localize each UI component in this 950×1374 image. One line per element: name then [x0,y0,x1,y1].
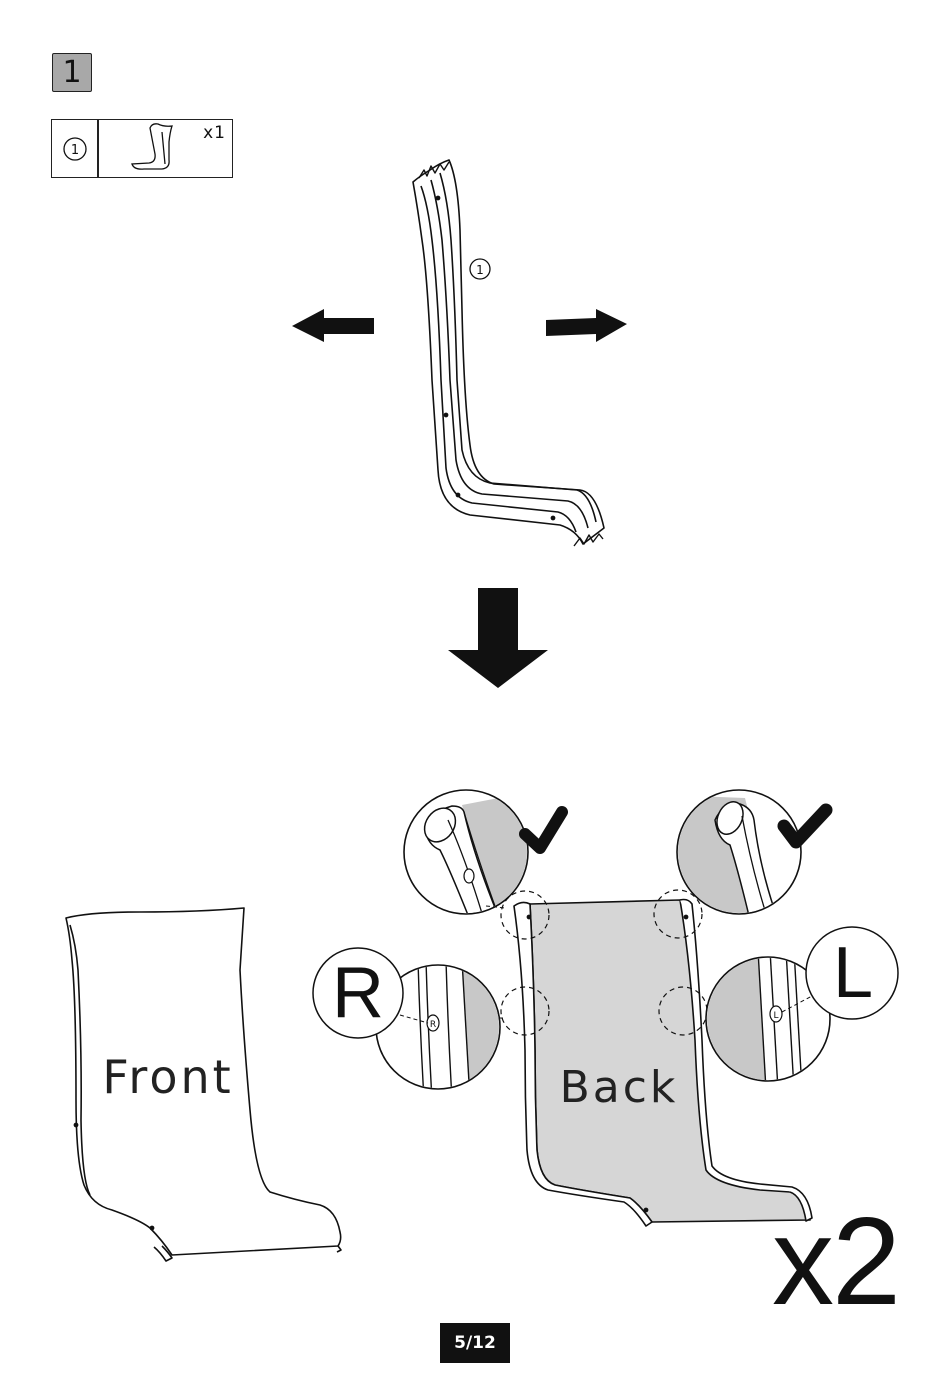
left-small-marker: L [773,1011,778,1021]
arrow-right-icon [546,309,627,342]
right-marker-label: R [313,948,403,1038]
frame-callout-number: 1 [476,263,484,277]
arrow-down-icon [448,588,548,688]
checkmark-icon [525,812,562,848]
quantity-multiplier: x2 [772,1200,899,1324]
chair-frame-rail [413,160,604,546]
left-marker-label: L [808,928,898,1018]
checkmark-icon [784,810,826,842]
front-label: Front [102,1050,233,1104]
right-small-marker: R [430,1020,436,1030]
page-number: 5/12 [440,1323,510,1363]
arrow-left-icon [292,309,374,342]
detail-magnifier-top-left [404,790,540,920]
back-label: Back [560,1062,679,1113]
